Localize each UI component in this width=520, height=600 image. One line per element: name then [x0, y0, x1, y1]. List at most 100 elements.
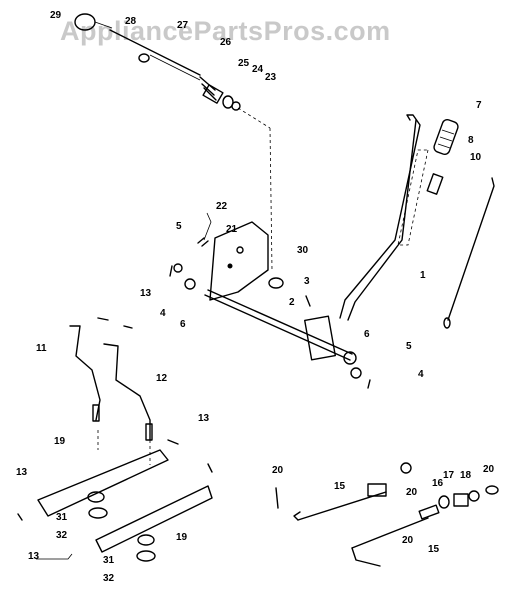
leader-22 — [203, 212, 212, 241]
callout-11: 11 — [36, 343, 47, 354]
handle-rod — [339, 114, 421, 319]
part-10-spring — [426, 173, 444, 195]
bracket-and-shaft — [169, 212, 371, 389]
part-2-shaft — [204, 294, 351, 361]
callout-25: 25 — [238, 58, 250, 69]
callout-32: 32 — [56, 530, 68, 541]
callout-24: 24 — [252, 64, 264, 75]
rod-upper-bend — [293, 511, 301, 521]
part-32-washer-lower — [136, 550, 156, 562]
part-29-knob — [74, 13, 96, 31]
part-6-bushing-left — [184, 278, 196, 290]
shaft-lever — [304, 315, 336, 361]
callout-20: 20 — [406, 487, 418, 498]
callout-15: 15 — [334, 481, 346, 492]
release-rod — [443, 177, 495, 329]
callout-12: 12 — [156, 373, 168, 384]
part-25-spring — [202, 84, 224, 104]
leader-29 — [94, 21, 113, 29]
part-21-pin — [197, 237, 209, 247]
callout-13: 13 — [140, 288, 152, 299]
callout-31: 31 — [56, 512, 68, 523]
callout-8: 8 — [468, 135, 474, 146]
part-24-washer — [222, 95, 234, 109]
rod-lower-thread — [418, 504, 440, 520]
callout-15: 15 — [428, 544, 440, 555]
part-13-pins-right — [167, 439, 213, 473]
part-32-washer-upper — [88, 507, 108, 519]
callout-18: 18 — [460, 470, 472, 481]
part-26-spring-end — [199, 76, 217, 101]
callout-7: 7 — [476, 100, 482, 111]
part-19-arm-lower — [95, 485, 213, 553]
part-11-thread — [92, 404, 100, 422]
part-4-clip-left — [169, 265, 173, 277]
callout-26: 26 — [220, 37, 232, 48]
part-15-rod-lower — [351, 517, 429, 549]
callout-4: 4 — [418, 369, 424, 380]
alignment-line-vertical — [269, 127, 273, 271]
callout-13: 13 — [28, 551, 40, 562]
part-1-rod — [447, 177, 495, 321]
callout-30: 30 — [297, 245, 309, 256]
part-5-washer-right — [350, 367, 362, 379]
callout-6: 6 — [364, 329, 370, 340]
callout-6: 6 — [180, 319, 186, 330]
part-13-pin-left — [17, 513, 23, 521]
callout-1: 1 — [420, 270, 426, 281]
handle-rod-inner — [347, 119, 417, 321]
deck-rod-assembly — [275, 462, 499, 567]
part-20-clip-right — [485, 485, 499, 495]
part-11-link — [69, 325, 101, 421]
part-6-bushing-right — [343, 351, 357, 365]
bracket-pin — [227, 263, 233, 269]
part-12-thread — [145, 423, 153, 441]
callout-19: 19 — [176, 532, 188, 543]
part-31-bushing-upper — [87, 491, 105, 503]
lift-links — [69, 317, 153, 465]
part-5-washer-left — [173, 263, 183, 273]
callout-29: 29 — [50, 10, 62, 21]
callout-4: 4 — [160, 308, 166, 319]
callout-20: 20 — [402, 535, 414, 546]
part-7-grip — [433, 118, 459, 156]
part-23-nut — [231, 101, 241, 111]
rod-thread — [149, 54, 201, 81]
part-13-pins-top — [97, 317, 133, 329]
leader-13-bottom — [36, 553, 73, 560]
part-17-trunnion — [453, 493, 469, 507]
callout-20: 20 — [483, 464, 495, 475]
callout-5: 5 — [176, 221, 182, 232]
callout-20: 20 — [272, 465, 284, 476]
callout-13: 13 — [16, 467, 28, 478]
adjuster-rod-assembly — [74, 13, 273, 271]
part-3-pin — [305, 295, 311, 307]
callout-3: 3 — [304, 276, 310, 287]
callout-13: 13 — [198, 413, 210, 424]
part-19-arm-upper — [37, 449, 169, 517]
callout-17: 17 — [443, 470, 455, 481]
grip-texture — [437, 129, 455, 149]
callout-27: 27 — [177, 20, 189, 31]
mounting-bracket — [209, 221, 269, 301]
callout-22: 22 — [216, 201, 228, 212]
callout-31: 31 — [103, 555, 115, 566]
lift-handle — [339, 114, 459, 321]
watermark: AppliancePartsPros.com — [60, 16, 391, 46]
part-4-clip-right — [367, 379, 371, 389]
lift-arms — [17, 439, 213, 562]
part-30-bushing — [268, 277, 284, 289]
part-20-clip-left — [275, 487, 279, 509]
callout-2: 2 — [289, 297, 295, 308]
callout-21: 21 — [226, 224, 238, 235]
callout-10: 10 — [470, 152, 482, 163]
part-27-rod — [109, 29, 201, 76]
callout-23: 23 — [265, 72, 277, 83]
part-12-link — [103, 343, 151, 441]
part-1-end — [443, 317, 451, 329]
rod-upper-end — [367, 483, 387, 497]
rod-lower-bend — [351, 547, 381, 567]
callout-32: 32 — [103, 573, 115, 584]
